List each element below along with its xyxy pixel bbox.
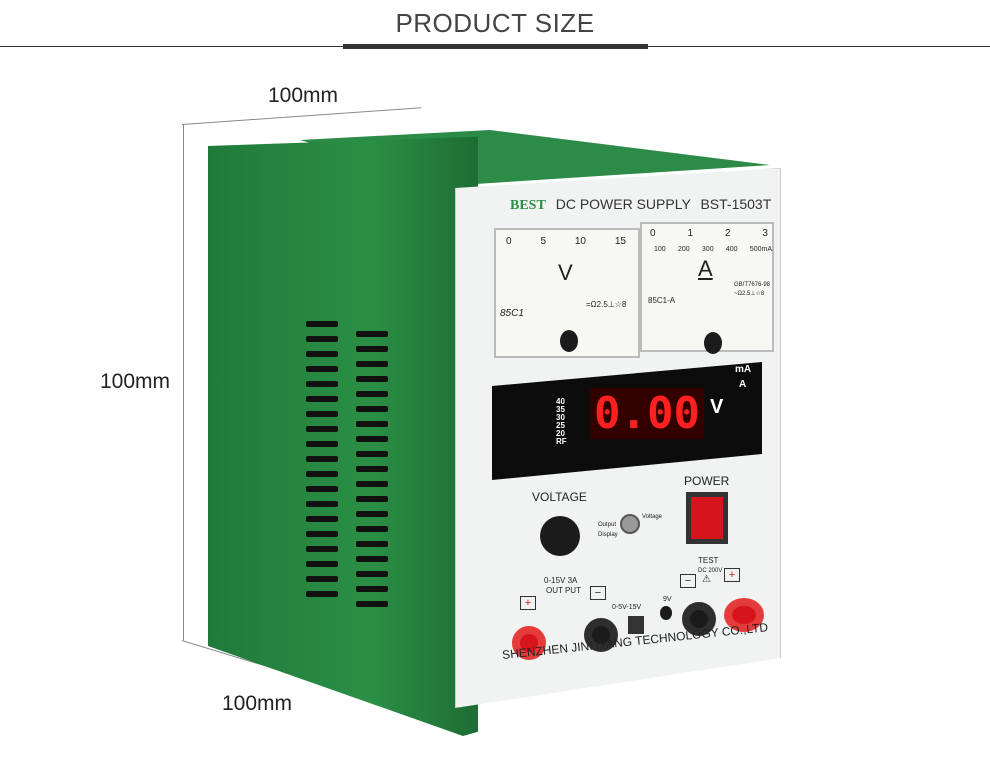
model-label: DC POWER SUPPLY [555,196,691,212]
test-label: TEST [698,556,719,565]
voltmeter-model: 85C1 [500,308,524,319]
height-dimension-line [183,124,184,640]
brand-logo: BEST [510,198,546,213]
toggle-voltage-label: Voltage [642,514,663,520]
test-minus-sign: − [680,574,696,588]
scale-tick: 400 [725,246,738,253]
width-dimension-line [182,107,422,125]
vent-column [356,331,388,607]
case-side [208,136,478,736]
readout-unit: V [710,396,724,418]
voltmeter: 0 5 10 15 V 85C1 =Ω2.5⊥☆8 [494,228,640,358]
range-label: 35 [556,405,565,414]
voltage-knob[interactable] [540,516,580,556]
usb-label: 0-5V-15V [612,604,642,611]
range-label: 20 [556,429,565,438]
scale-tick: 1 [687,228,694,239]
voltage-label: VOLTAGE [532,490,587,504]
scale-tick: 10 [574,236,586,247]
voltmeter-class: =Ω2.5⊥☆8 [586,300,627,309]
ammeter-unit: A [698,256,713,281]
dc-jack-label: 9V [663,596,672,603]
scale-tick: 0 [650,228,656,239]
range-ma-label: mA [735,364,752,375]
zero-adjust-screw[interactable] [704,332,722,354]
output-plus-sign: + [520,596,536,610]
output-range: 0-15V 3A [544,576,578,585]
output-label: OUT PUT [546,586,581,595]
led-readout: 0.00 [590,388,704,439]
dc-jack[interactable] [660,606,672,620]
scale-tick: 100 [654,246,666,253]
range-label: 30 [556,413,565,422]
warning-icon: ⚠ [702,574,711,585]
power-switch[interactable] [686,492,728,544]
range-label: RF [556,437,567,446]
scale-tick: 5 [540,236,546,247]
model-number: BST-1503T [700,196,772,212]
scale-tick: 300 [701,246,714,253]
range-a-label: A [739,379,747,390]
range-label: 40 [556,397,565,406]
scale-tick: 500mA [749,246,772,253]
test-plus-sign: + [724,568,740,582]
output-minus-sign: − [590,586,606,600]
page-title: PRODUCT SIZE [395,8,595,38]
scale-tick: 2 [724,228,731,239]
toggle-display-label: Display [598,532,618,538]
scale-tick: 3 [762,228,768,239]
output-negative-terminal[interactable] [584,618,618,652]
scale-tick: 0 [506,236,512,247]
title-underline [343,44,648,49]
ammeter-class: ~Ω2.5⊥☆8 [734,291,765,297]
brand-header: BEST DC POWER SUPPLY BST-1503T [510,196,771,214]
vent-column [306,321,338,597]
usb-port[interactable] [628,616,644,634]
scale-tick: 15 [614,236,626,247]
ammeter-model: 85C1-A [648,296,676,305]
depth-label: 100mm [222,692,293,715]
ammeter-standard: GB/T7676-98 [734,282,771,288]
test-positive-terminal[interactable] [724,598,764,632]
width-label: 100mm [268,84,339,107]
zero-adjust-screw[interactable] [560,330,578,352]
ammeter: 0 1 2 3 100 200 300 400 500mA A 85C1-A GB/T7676… [640,222,774,354]
voltmeter-unit: V [558,260,573,285]
current-range-switch[interactable]: mA A [735,364,751,390]
power-label: POWER [684,474,730,488]
display-toggle-switch[interactable] [620,514,640,534]
height-label: 100mm [100,370,171,393]
range-label: 25 [556,421,565,430]
test-spec: DC 200V [698,568,723,574]
scale-tick: 200 [677,246,690,253]
output-positive-terminal[interactable] [512,626,546,660]
test-negative-terminal[interactable] [682,602,716,636]
toggle-output-label: Output [598,522,617,528]
